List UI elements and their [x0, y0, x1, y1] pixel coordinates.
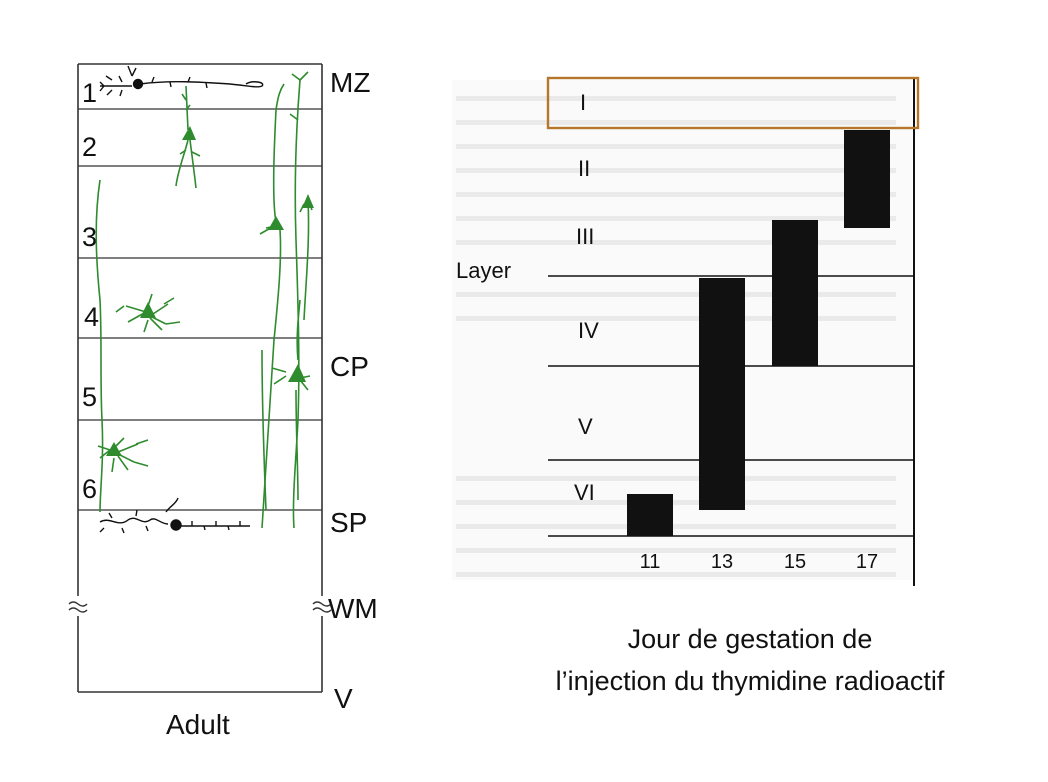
- caption-line-1: Jour de gestation de: [627, 624, 873, 654]
- layer-label-i: I: [580, 90, 586, 115]
- layer-number-5: 5: [82, 382, 97, 412]
- layer-label-iii: III: [576, 224, 594, 249]
- layer-label-vi: VI: [574, 480, 595, 505]
- zone-label-sp: SP: [330, 507, 367, 538]
- adult-label: Adult: [166, 709, 230, 740]
- x-tick-labels: 11 13 15 17: [640, 551, 879, 573]
- pyramidal-neurons: [95, 71, 313, 529]
- zone-label-mz: MZ: [330, 67, 370, 98]
- bar-day-17: [844, 130, 890, 228]
- zone-label-cp: CP: [330, 351, 369, 382]
- bar-day-15: [772, 220, 818, 366]
- layer-label-ii: II: [578, 156, 590, 181]
- scanned-background-texture: [452, 80, 912, 580]
- layer-label-v: V: [578, 414, 593, 439]
- layer-label-iv: IV: [578, 318, 599, 343]
- layer-number-1: 1: [82, 78, 97, 108]
- x-tick-label-17: 17: [856, 551, 878, 573]
- cajal-retzius-neuron: [99, 65, 264, 97]
- layer-boundaries: [78, 108, 322, 511]
- cortex-box: [77, 63, 323, 693]
- birthdate-chart: I II III IV V VI Layer 11 13 15 17: [452, 76, 920, 586]
- layer-number-3: 3: [82, 222, 97, 252]
- x-tick-label-15: 15: [784, 551, 806, 573]
- layer-number-4: 4: [84, 302, 99, 332]
- cortex-schematic: 1 2 3 4 5 6 MZ CP SP WM V Adult: [68, 63, 378, 740]
- x-tick-label-13: 13: [711, 551, 733, 573]
- neuron-somata: [106, 126, 314, 456]
- layer-number-6: 6: [82, 474, 97, 504]
- zone-label-wm: WM: [328, 593, 378, 624]
- caption-line-2: l’injection du thymidine radioactif: [555, 666, 945, 696]
- zone-label-v: V: [334, 683, 353, 714]
- layer-number-2: 2: [82, 132, 97, 162]
- y-axis-label: Layer: [456, 258, 511, 283]
- bar-day-11: [627, 494, 673, 536]
- bar-group: [627, 130, 890, 536]
- subplate-neuron: [99, 497, 250, 534]
- break-mark-right: [312, 601, 332, 613]
- bar-day-13: [699, 278, 745, 510]
- x-axis-caption: Jour de gestation de l’injection du thym…: [470, 618, 1030, 702]
- layer-i-highlight-box: [546, 76, 920, 130]
- x-tick-label-11: 11: [640, 551, 661, 573]
- break-mark-left: [68, 601, 88, 613]
